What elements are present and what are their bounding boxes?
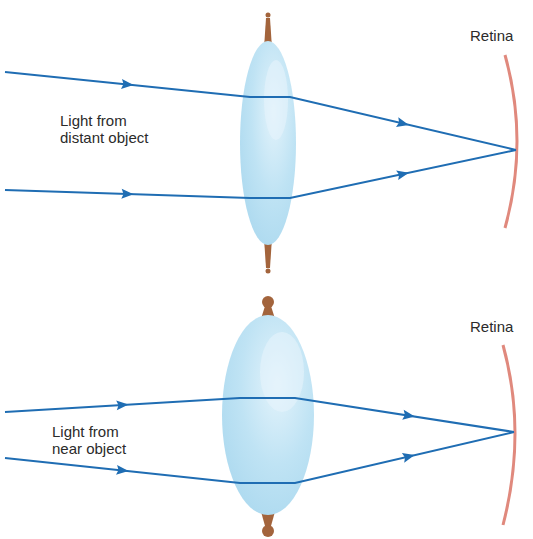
ray-arrowhead (116, 400, 128, 410)
ray-arrowhead (396, 117, 409, 127)
thin-lens (240, 41, 296, 245)
ray-arrowhead (402, 410, 415, 420)
distant-lens-group (240, 13, 517, 274)
thick-lens (222, 315, 314, 515)
ray-arrowhead (396, 170, 409, 180)
lens-highlight (264, 60, 288, 140)
light-ray (5, 150, 516, 198)
light-source-label: Light from distant object (60, 112, 170, 146)
light-source-label: Light from near object (52, 423, 148, 457)
light-rays (5, 72, 516, 483)
light-ray (5, 72, 516, 150)
ciliary-dot (266, 269, 271, 274)
retina-label: Retina (470, 318, 530, 335)
retina-label: Retina (470, 27, 530, 44)
ray-arrowhead (121, 189, 133, 199)
lens-highlight (260, 332, 304, 412)
ray-arrowhead (121, 79, 134, 89)
ciliary-dot (262, 525, 274, 537)
ciliary-dot (266, 13, 271, 18)
ray-arrowhead (402, 453, 415, 463)
retina-arc (505, 55, 517, 228)
ray-arrowhead (116, 465, 129, 475)
